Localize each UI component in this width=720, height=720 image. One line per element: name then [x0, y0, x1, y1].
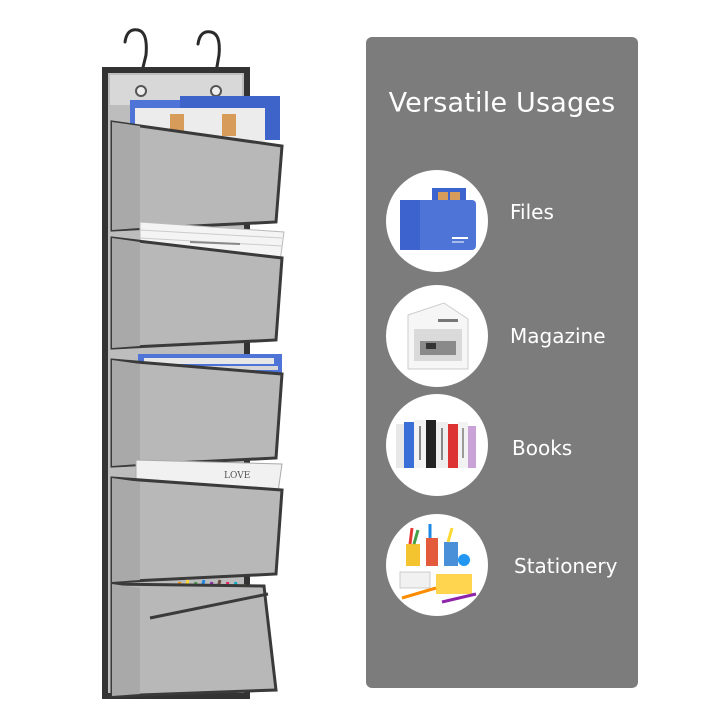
magazine-icon: [407, 302, 469, 370]
panel-title: Versatile Usages: [388, 87, 616, 119]
door-hook-icon: [123, 28, 221, 86]
usage-label-stationery: Stationery: [514, 554, 618, 578]
svg-text:LOVE: LOVE: [224, 471, 250, 481]
usages-panel: Versatile Usages Files Magazine: [366, 37, 638, 688]
books-icon: [396, 420, 476, 468]
usage-label-books: Books: [512, 436, 573, 460]
stationery-image: [386, 514, 488, 616]
usage-label-magazine: Magazine: [510, 324, 606, 348]
file-folders-icon: [400, 188, 476, 250]
files-image: [386, 170, 488, 272]
stationery-icon: [399, 524, 477, 604]
magazine-image: [386, 285, 488, 387]
usage-label-files: Files: [510, 200, 554, 224]
hanging-file-organizer: LOVE: [100, 25, 300, 705]
books-image: [386, 394, 488, 496]
